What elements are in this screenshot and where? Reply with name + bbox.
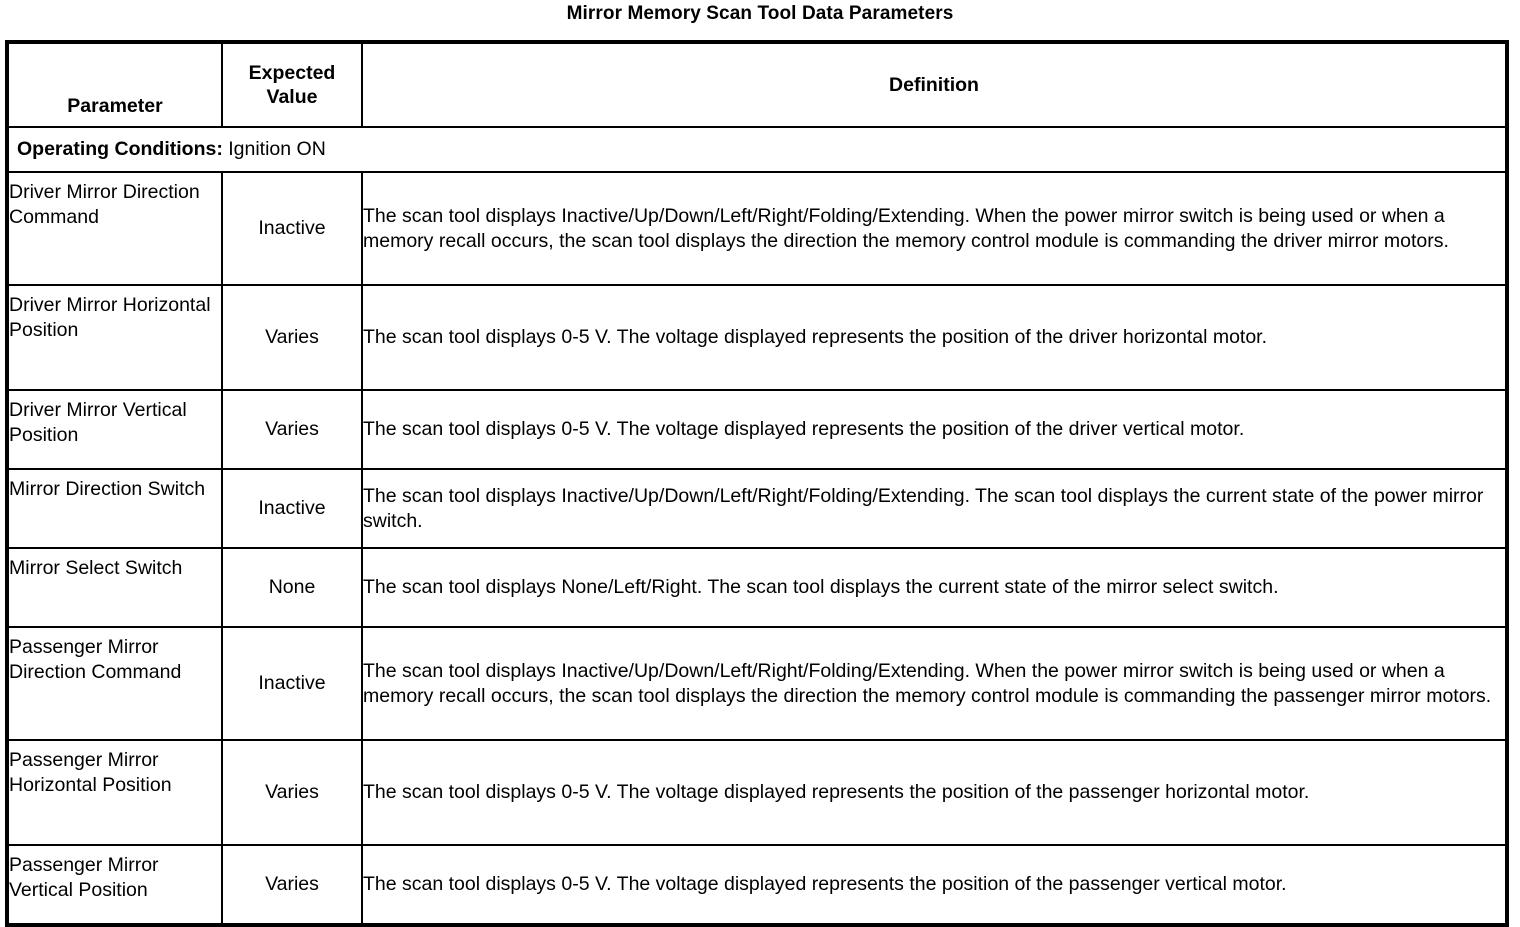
cell-definition: The scan tool displays 0-5 V. The voltag… — [361, 389, 1508, 470]
cell-expected-value: Inactive — [221, 468, 363, 549]
operating-conditions-value: Ignition ON — [222, 137, 326, 160]
table-row: Driver Mirror Direction Command Inactive… — [6, 171, 1508, 286]
document-page: Mirror Memory Scan Tool Data Parameters … — [5, 3, 1509, 927]
scan-tool-parameters-table: Parameter Expected Value Definition Oper… — [5, 40, 1509, 927]
cell-definition: The scan tool displays 0-5 V. The voltag… — [361, 284, 1508, 391]
cell-definition: The scan tool displays None/Left/Right. … — [361, 547, 1508, 628]
cell-expected-value: Varies — [221, 739, 363, 846]
table-row: Passenger Mirror Vertical Position Varie… — [6, 844, 1508, 926]
cell-parameter: Passenger Mirror Vertical Position — [6, 844, 223, 926]
table-row: Mirror Direction Switch Inactive The sca… — [6, 468, 1508, 549]
cell-expected-value: Inactive — [221, 171, 363, 286]
cell-definition: The scan tool displays Inactive/Up/Down/… — [361, 171, 1508, 286]
cell-parameter: Passenger Mirror Direction Command — [6, 626, 223, 741]
page-title: Mirror Memory Scan Tool Data Parameters — [566, 3, 954, 24]
cell-expected-value: Varies — [221, 284, 363, 391]
cell-parameter: Mirror Select Switch — [6, 547, 223, 628]
column-header-definition: Definition — [361, 41, 1508, 128]
cell-parameter: Driver Mirror Horizontal Position — [6, 284, 223, 391]
cell-definition: The scan tool displays 0-5 V. The voltag… — [361, 844, 1508, 926]
cell-definition: The scan tool displays Inactive/Up/Down/… — [361, 468, 1508, 549]
column-header-parameter: Parameter — [6, 41, 223, 128]
table-header-row: Parameter Expected Value Definition — [6, 41, 1508, 128]
table-row: Mirror Select Switch None The scan tool … — [6, 547, 1508, 628]
table-row: Passenger Mirror Direction Command Inact… — [6, 626, 1508, 741]
cell-parameter: Driver Mirror Direction Command — [6, 171, 223, 286]
operating-conditions-cell: Operating Conditions: Ignition ON — [6, 126, 1508, 173]
cell-parameter: Mirror Direction Switch — [6, 468, 223, 549]
table-row: Driver Mirror Horizontal Position Varies… — [6, 284, 1508, 391]
operating-conditions-row: Operating Conditions: Ignition ON — [6, 126, 1508, 173]
column-header-expected-value: Expected Value — [221, 41, 363, 128]
operating-conditions-label: Operating Conditions: — [17, 137, 223, 160]
column-header-expected-value-line1: Expected — [248, 62, 336, 84]
cell-expected-value: Inactive — [221, 626, 363, 741]
column-header-expected-value-line2: Value — [266, 86, 318, 108]
cell-expected-value: None — [221, 547, 363, 628]
cell-parameter: Passenger Mirror Horizontal Position — [6, 739, 223, 846]
cell-parameter: Driver Mirror Vertical Position — [6, 389, 223, 470]
table-row: Passenger Mirror Horizontal Position Var… — [6, 739, 1508, 846]
table-row: Driver Mirror Vertical Position Varies T… — [6, 389, 1508, 470]
cell-definition: The scan tool displays 0-5 V. The voltag… — [361, 739, 1508, 846]
cell-expected-value: Varies — [221, 389, 363, 470]
cell-definition: The scan tool displays Inactive/Up/Down/… — [361, 626, 1508, 741]
cell-expected-value: Varies — [221, 844, 363, 926]
